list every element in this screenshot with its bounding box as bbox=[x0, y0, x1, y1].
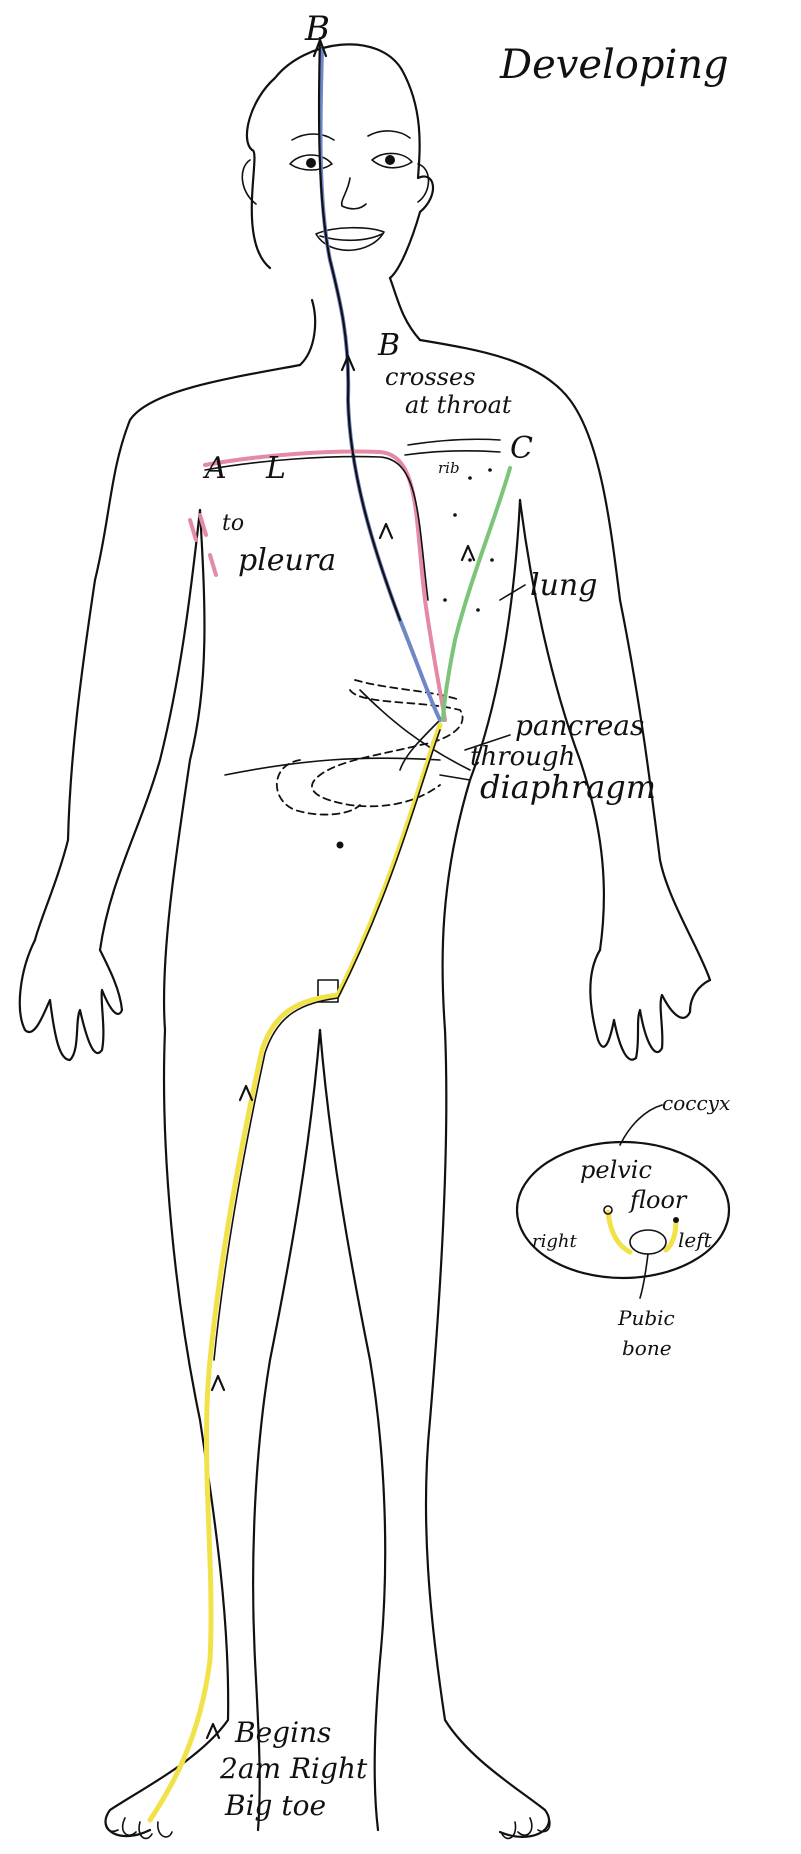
inset-point-left bbox=[673, 1217, 679, 1223]
left-hand bbox=[20, 940, 122, 1060]
left-leg-outer bbox=[106, 1030, 229, 1836]
label-begins-line2: 2am Right bbox=[219, 1752, 368, 1785]
green-path bbox=[443, 468, 510, 720]
organs bbox=[277, 439, 500, 1002]
label-pleura: pleura bbox=[238, 543, 336, 578]
head-outline bbox=[247, 44, 433, 278]
label-crosses: crosses bbox=[385, 363, 476, 391]
left-inner-arm bbox=[100, 510, 200, 950]
label-right: right bbox=[532, 1231, 577, 1252]
label-to: to bbox=[222, 511, 244, 536]
label-point-b-top: B bbox=[304, 9, 330, 49]
arrow-ankle-icon bbox=[207, 1724, 219, 1738]
stomach-outline bbox=[277, 760, 360, 815]
label-lung: lung bbox=[530, 568, 597, 603]
arrow-chest-icon bbox=[380, 524, 392, 538]
left-brow bbox=[292, 134, 334, 140]
mouth-line bbox=[320, 234, 382, 240]
label-point-l: L bbox=[265, 451, 286, 486]
label-pelvic: pelvic bbox=[580, 1156, 652, 1184]
label-rib: rib bbox=[438, 459, 460, 477]
right-pupil bbox=[385, 155, 395, 165]
label-point-c: C bbox=[510, 431, 533, 466]
pelvic-floor-inset: coccyx pelvic floor right left Pubic bon… bbox=[517, 1091, 730, 1360]
yellow-path bbox=[150, 725, 440, 1820]
label-pancreas: pancreas bbox=[515, 709, 644, 742]
label-left: left bbox=[678, 1228, 713, 1252]
arrow-green-icon bbox=[462, 546, 474, 560]
arrow-thigh-icon bbox=[240, 1086, 252, 1100]
title-text: Developing bbox=[499, 42, 729, 88]
meridian-paths bbox=[150, 38, 525, 1820]
label-at-throat: at throat bbox=[405, 391, 512, 419]
labels: B B crosses at throat A L rib C to pleur… bbox=[202, 9, 656, 1822]
label-begins-line3: Big toe bbox=[224, 1789, 326, 1822]
right-hand bbox=[590, 950, 710, 1060]
label-bone: bone bbox=[622, 1336, 672, 1360]
through-pointer bbox=[440, 775, 470, 780]
nose bbox=[342, 178, 366, 209]
left-leg-inner bbox=[253, 1030, 320, 1830]
navel bbox=[337, 842, 344, 849]
label-diaphragm: diaphragm bbox=[480, 768, 656, 806]
right-leg-inner bbox=[320, 1030, 385, 1830]
label-floor: floor bbox=[628, 1186, 688, 1214]
left-pupil bbox=[306, 158, 316, 168]
arrow-shin-icon bbox=[212, 1376, 224, 1390]
label-point-b-neck: B bbox=[377, 328, 400, 363]
pubic-bone-shape bbox=[630, 1230, 666, 1254]
pink-path bbox=[205, 452, 445, 720]
waist-line bbox=[225, 758, 440, 775]
label-point-a: A bbox=[202, 451, 227, 486]
right-brow bbox=[368, 131, 410, 138]
left-shoulder-arm bbox=[35, 365, 300, 940]
pancreas-outline bbox=[312, 690, 463, 806]
label-pubic: Pubic bbox=[617, 1306, 675, 1330]
torso-left bbox=[164, 510, 204, 1030]
right-leg-outer bbox=[426, 1030, 549, 1837]
label-begins-line1: Begins bbox=[234, 1716, 331, 1749]
neck-left bbox=[300, 300, 315, 365]
label-coccyx: coccyx bbox=[662, 1091, 730, 1115]
inset-yellow-right bbox=[608, 1212, 630, 1252]
coccyx-pointer bbox=[620, 1105, 662, 1145]
ribcage-lines bbox=[405, 439, 500, 455]
right-shoulder-arm bbox=[420, 340, 710, 980]
inset-yellow-left bbox=[666, 1220, 676, 1250]
